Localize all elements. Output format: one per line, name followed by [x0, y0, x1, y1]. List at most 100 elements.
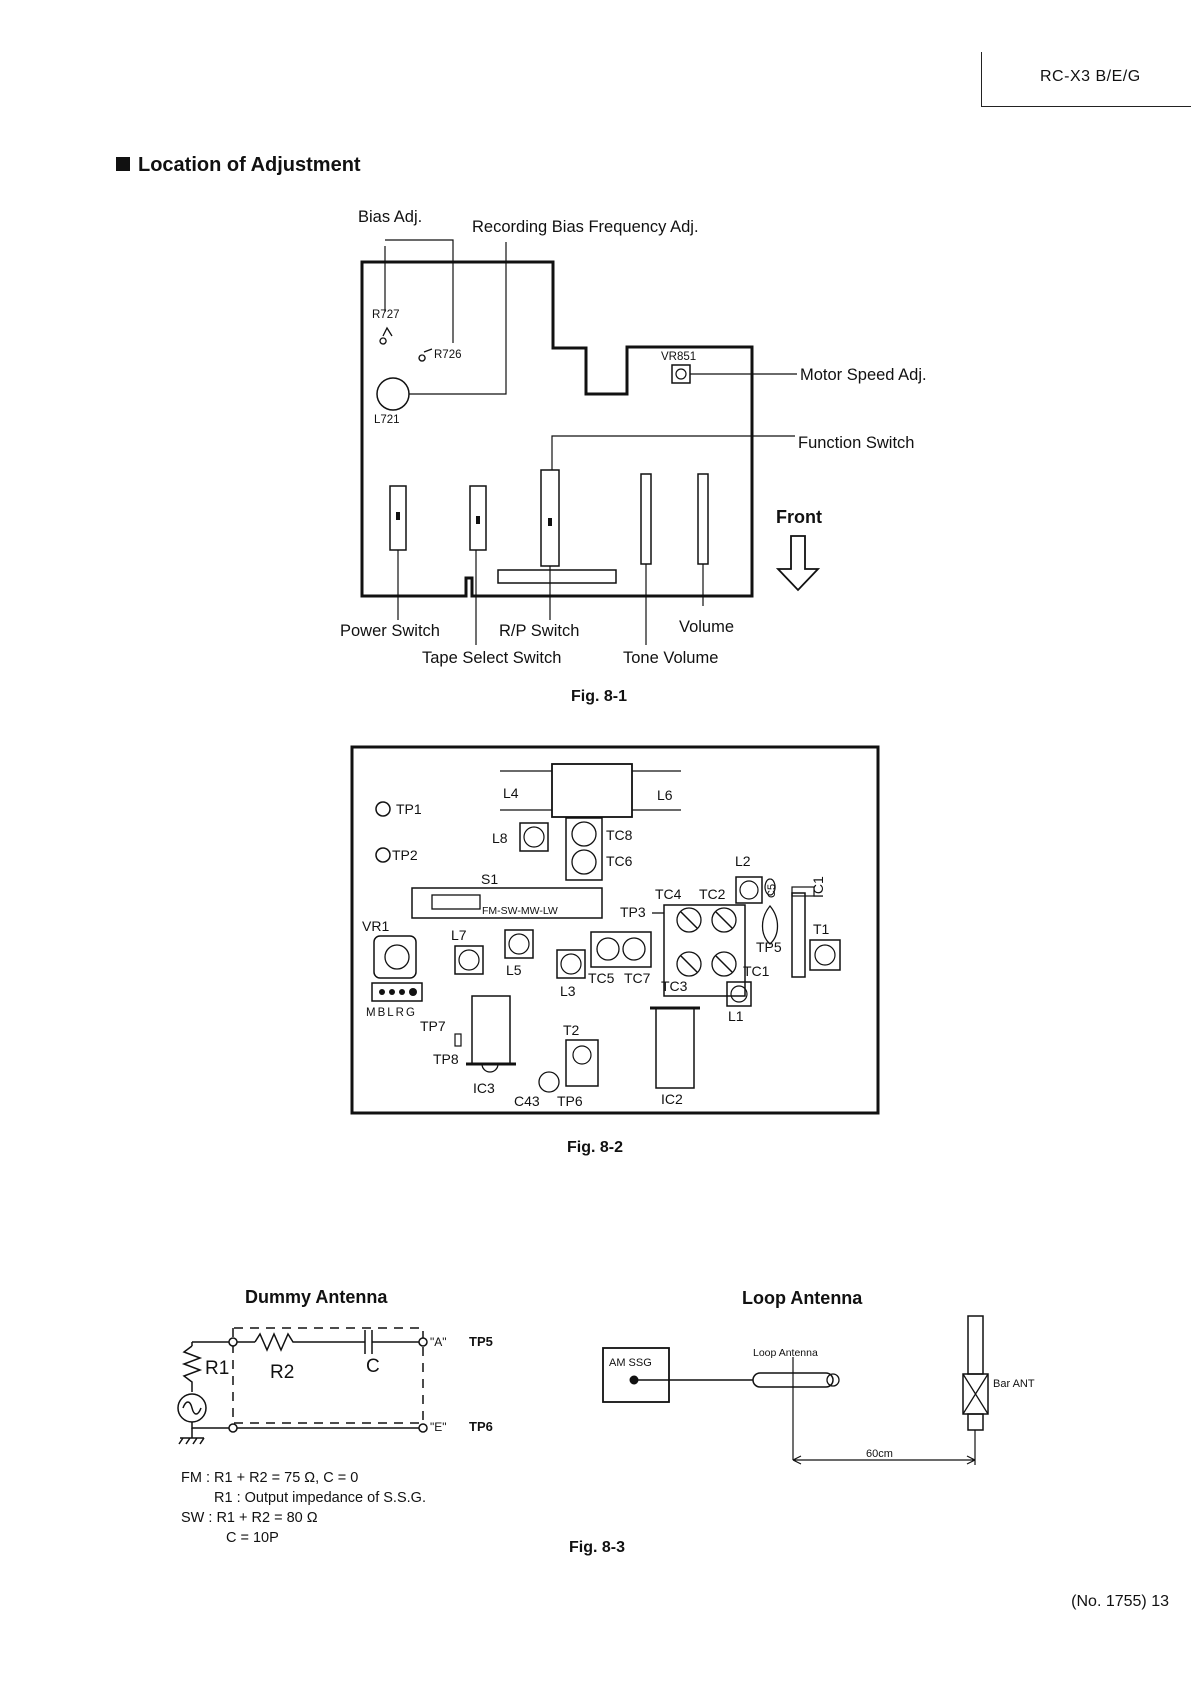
- tp5-point: [761, 904, 779, 945]
- l7-label: L7: [451, 927, 467, 943]
- vr1-pot-knob: [384, 944, 410, 970]
- r726-label: R726: [434, 349, 462, 361]
- tc1-trimmer: [676, 951, 702, 977]
- c5-capacitor: [764, 878, 776, 896]
- node-top-left: [228, 1337, 238, 1347]
- t2-label: T2: [563, 1022, 580, 1038]
- connector-strip: [497, 569, 617, 584]
- sw-note: SW : R1 + R2 = 80 Ω: [181, 1510, 318, 1526]
- ic3-chip: [471, 995, 511, 1065]
- loop-antenna-label: Loop Antenna: [753, 1347, 818, 1359]
- loop-antenna-end: [826, 1373, 840, 1387]
- mblrg-pin-2: [389, 989, 395, 995]
- l8-label: L8: [492, 830, 508, 846]
- bar-ant-cross: [962, 1373, 989, 1415]
- tc1-label: TC1: [743, 963, 770, 979]
- front-label: Front: [776, 507, 822, 527]
- bar-ant-rod-bottom: [967, 1413, 984, 1431]
- tc4-trimmer: [676, 907, 702, 933]
- terminal-e-label: "E": [430, 1420, 447, 1434]
- distance-label: 60cm: [866, 1448, 893, 1460]
- l1-label: L1: [728, 1008, 744, 1024]
- fm-note: FM : R1 + R2 = 75 Ω, C = 0: [181, 1470, 358, 1486]
- r1-note: R1 : Output impedance of S.S.G.: [214, 1490, 426, 1506]
- l3-coil: [556, 949, 586, 979]
- tp1-point: [375, 801, 391, 817]
- r727-trimmer: [379, 326, 393, 345]
- fig2-board-outline: [350, 745, 880, 1115]
- fig1-caption: Fig. 8-1: [571, 688, 627, 705]
- tape-select-switch-body: [469, 485, 487, 551]
- power-switch-label: Power Switch: [340, 622, 440, 640]
- volume-body: [697, 473, 709, 565]
- distance-dimension: [792, 1430, 976, 1465]
- am-ssg-box: [602, 1347, 670, 1403]
- header-rule: [981, 52, 1191, 107]
- ic1-label: IC1: [810, 876, 826, 898]
- bias-adj-label: Bias Adj.: [358, 208, 422, 226]
- l3-label: L3: [560, 983, 576, 999]
- l4-l6-lines: [500, 770, 681, 811]
- l4-label: L4: [503, 785, 519, 801]
- tc8-trimmer: [571, 821, 597, 847]
- tp6-label: TP6: [557, 1093, 583, 1109]
- t2-core: [572, 1045, 592, 1065]
- ground-wire: [191, 1422, 423, 1429]
- ground-icon: [178, 1428, 205, 1445]
- l1-coil: [726, 981, 752, 1007]
- rp-switch-label: R/P Switch: [499, 622, 579, 640]
- l721-label: L721: [374, 414, 400, 426]
- fig3-caption: Fig. 8-3: [569, 1539, 625, 1556]
- vr851-pot-center: [675, 368, 687, 380]
- c43-capacitor: [538, 1071, 560, 1093]
- tc6-label: TC6: [606, 853, 633, 869]
- am-ssg-label: AM SSG: [609, 1357, 652, 1369]
- l8-coil-core: [523, 826, 545, 848]
- tone-volume-body: [640, 473, 652, 565]
- l2-coil-core: [739, 880, 759, 900]
- tp3-label: TP3: [620, 904, 646, 920]
- vr851-pot: [671, 364, 691, 384]
- mblrg-pin-4: [409, 988, 417, 996]
- t1-transformer: [809, 939, 841, 971]
- c-capacitor: [360, 1330, 423, 1354]
- ic3-notch: [481, 1063, 499, 1073]
- rec-bias-leader: [409, 242, 507, 395]
- motor-speed-label: Motor Speed Adj.: [800, 366, 927, 384]
- section-title-text: Location of Adjustment: [138, 154, 361, 176]
- tp7-label: TP7: [420, 1018, 446, 1034]
- model-number: RC-X3 B/E/G: [1040, 68, 1141, 85]
- ic3-label: IC3: [473, 1080, 495, 1096]
- function-switch-leader: [551, 435, 795, 470]
- tape-select-label: Tape Select Switch: [422, 649, 561, 667]
- tp7-pad: [454, 1033, 462, 1047]
- terminal-a: [418, 1337, 428, 1347]
- tc5-label: TC5: [588, 970, 615, 986]
- l2-label: L2: [735, 853, 751, 869]
- ic1-chip: [791, 892, 806, 978]
- l7-coil-core: [458, 949, 480, 971]
- tc2-trimmer: [711, 907, 737, 933]
- tc8-tc6-trimmers: [565, 817, 603, 881]
- t1-core: [814, 944, 836, 966]
- c-note: C = 10P: [226, 1530, 279, 1546]
- vr1-label: VR1: [362, 918, 389, 934]
- bias-adj-leader: [384, 239, 454, 343]
- terminal-a-label: "A": [430, 1335, 447, 1349]
- c-label: C: [366, 1356, 380, 1377]
- l8-coil: [519, 822, 549, 852]
- mblrg-label: MBLRG: [366, 1007, 417, 1019]
- r1-label: R1: [205, 1358, 229, 1379]
- tc3-trimmer: [711, 951, 737, 977]
- l6-label: L6: [657, 787, 673, 803]
- tp2-label: TP2: [392, 847, 418, 863]
- volume-label: Volume: [679, 618, 734, 636]
- tp8-label: TP8: [433, 1051, 459, 1067]
- tp5-terminal-label: TP5: [469, 1334, 493, 1349]
- t2-transformer: [565, 1039, 599, 1087]
- tc5-tc7-trimmers: [590, 931, 652, 968]
- tc7-label: TC7: [624, 970, 651, 986]
- s1-switch-body: [411, 887, 603, 919]
- vr1-pot: [373, 935, 417, 979]
- tape-select-knob: [476, 516, 480, 524]
